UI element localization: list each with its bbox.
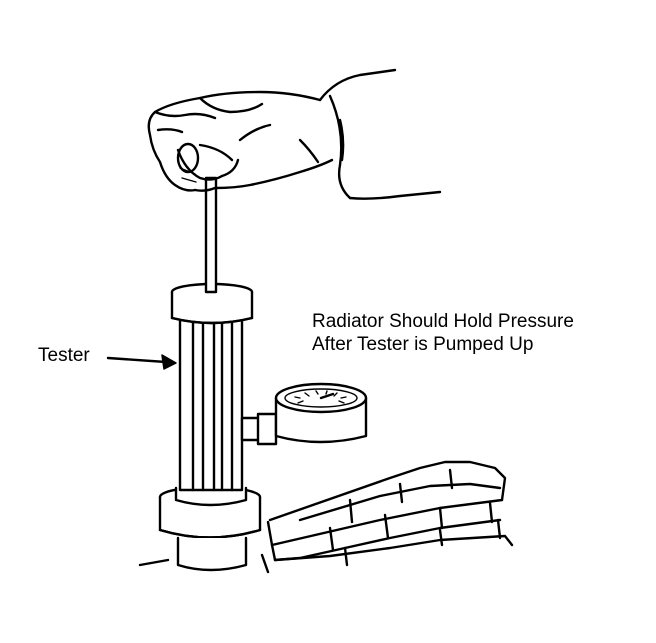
tester-callout-label: Tester (38, 345, 90, 366)
tester-body (158, 176, 262, 572)
pressure-gauge (240, 382, 368, 446)
note-line-2: After Tester is Pumped Up (312, 334, 534, 355)
hand-on-plunger (147, 68, 442, 200)
callout-arrow (106, 354, 177, 370)
radiator-core (138, 460, 514, 574)
note-line-1: Radiator Should Hold Pressure (312, 311, 574, 332)
